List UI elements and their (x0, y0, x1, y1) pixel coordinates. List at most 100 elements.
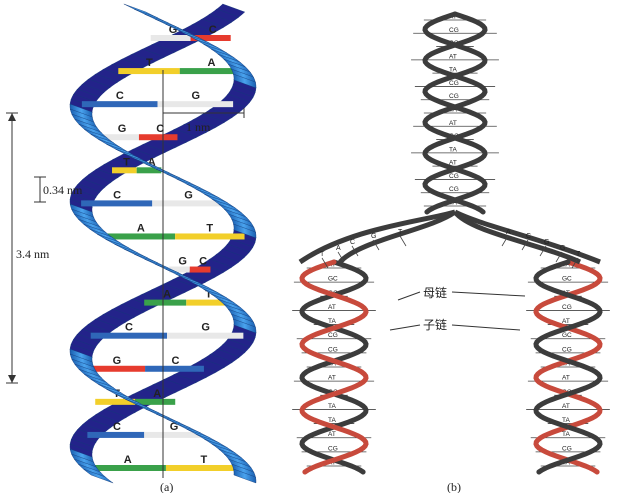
base-bar-right (189, 266, 211, 273)
base-bar-right (175, 233, 245, 240)
unpaired-base: C (350, 239, 355, 246)
helix-ribbon-segment (233, 223, 257, 239)
parent-strand-label: 母链 (423, 285, 447, 300)
base-bar-right (190, 35, 231, 41)
base-bar-left (81, 101, 158, 108)
base-bar-right (186, 299, 229, 306)
base-letter-left: A (124, 454, 132, 466)
daughter-strand-label: 子链 (423, 317, 447, 332)
strand (422, 11, 488, 215)
base-letter-left: A (137, 222, 145, 234)
base-bar-right (135, 398, 176, 405)
parent-callout-left (397, 291, 421, 301)
panel-a-annotations: 1 nm 0.34 nm 3.4 nm (a) (6, 70, 245, 493)
panel-b-annotations: 母链 子链 (b) (389, 285, 526, 493)
base-letter-right: C (199, 256, 207, 268)
base-pair-label: TA (562, 417, 570, 424)
base-pair-label: CG (328, 332, 338, 339)
base-pair-label: GC (562, 332, 572, 339)
base-pair-label: CG (328, 346, 338, 353)
base-pair-label: CG (562, 445, 572, 452)
base-letter-right: A (207, 57, 215, 69)
base-letter-left: G (178, 256, 187, 268)
base-bar-left (112, 167, 137, 174)
base-letter-left: C (113, 189, 121, 201)
unpaired-base: T (320, 251, 325, 258)
daughter-callout-right (451, 324, 521, 331)
strand (533, 259, 603, 475)
width-label: 1 nm (186, 120, 211, 134)
panel-a-front-strand (69, 3, 257, 484)
rise-label: 0.34 nm (43, 183, 83, 197)
pitch-label: 3.4 nm (16, 247, 50, 261)
base-pair-label: TA (449, 67, 457, 74)
base-pair-label: CG (562, 304, 572, 311)
base-letter-left: G (113, 355, 122, 367)
base-bar-right (144, 431, 202, 438)
base-pair-label: AT (449, 160, 457, 167)
base-letter-right: A (153, 388, 161, 400)
base-pair-label: AT (562, 375, 570, 382)
base-bar-left (144, 299, 187, 306)
fork-strand (298, 209, 456, 265)
base-bar-right (145, 365, 204, 372)
base-bar-right (179, 68, 242, 75)
unpaired-base: G (371, 233, 376, 240)
base-bar-left (87, 431, 145, 438)
base-letter-left: C (125, 322, 133, 334)
unpaired-base: G (544, 239, 549, 246)
base-pair-label: AT (328, 304, 336, 311)
base-pair-label: CG (449, 80, 459, 87)
base-letter-left: C (113, 421, 121, 433)
base-bar-left (95, 398, 136, 405)
base-pair-label: AT (328, 375, 336, 382)
base-bar-right (138, 134, 178, 141)
helix-ribbon-segment (83, 468, 114, 484)
panel-a-base-pairs: GCTACGGCTACGATGCATCGGCTACGAT (81, 24, 245, 471)
base-pair-label: CG (449, 27, 459, 34)
base-letter-right: T (205, 289, 212, 301)
unpaired-base: T (576, 251, 581, 258)
base-letter-right: G (192, 90, 201, 102)
base-letter-right: C (209, 24, 217, 36)
base-bar-right (152, 200, 224, 207)
fork-strand (338, 209, 457, 264)
base-pair-label: GC (328, 276, 338, 283)
base-bar-left (118, 68, 180, 75)
base-bar-left (105, 233, 176, 240)
unpaired-base: T (398, 229, 403, 236)
helix-ribbon-segment (233, 73, 257, 89)
base-letter-left: T (146, 57, 153, 69)
base-bar-left (150, 35, 191, 41)
base-letter-left: T (123, 156, 130, 168)
parent-callout-right (451, 291, 526, 297)
base-bar-left (81, 200, 153, 207)
base-pair-label: AT (328, 431, 336, 438)
helix-ribbon-segment (233, 468, 257, 484)
base-pair-label: CG (328, 445, 338, 452)
strand (422, 11, 488, 215)
base-pair-label: GC (562, 276, 572, 283)
base-bar-left (100, 134, 139, 141)
unpaired-base: C (526, 233, 531, 240)
base-letter-left: G (118, 123, 127, 135)
panel-a-label: (a) (160, 480, 173, 493)
fork-strand (453, 209, 601, 265)
base-pair-label: AT (449, 120, 457, 127)
unpaired-base: G (560, 245, 565, 252)
base-bar-right (167, 332, 244, 339)
base-bar-left (89, 465, 166, 471)
unpaired-base: A (336, 245, 341, 252)
